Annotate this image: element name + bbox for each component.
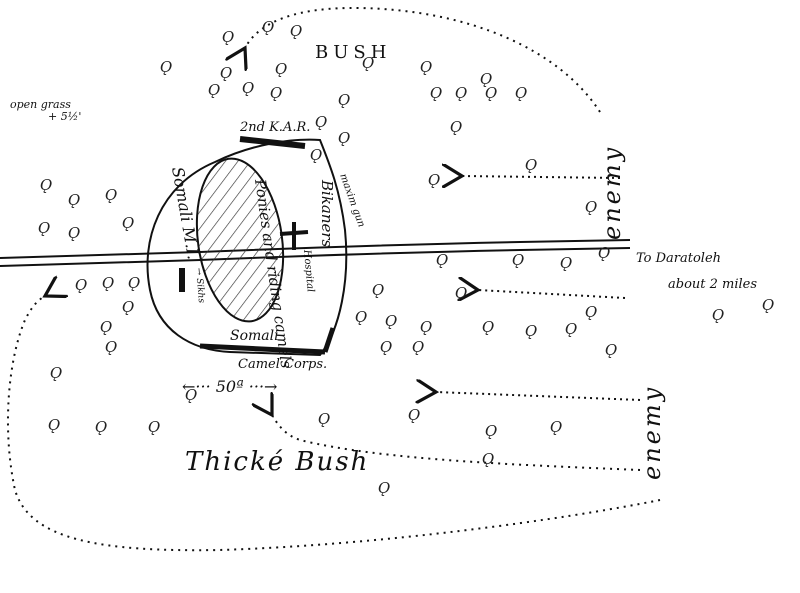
somali-camel-corps-bar-2 (322, 327, 336, 353)
bush-symbol-icon: Ǫ (122, 214, 134, 232)
bush-symbol-icon: Ǫ (338, 91, 350, 109)
hospital-cross-icon (279, 222, 309, 250)
bush-symbol-icon: Ǫ (482, 318, 494, 336)
bush-symbol-icon: Ǫ (148, 418, 160, 436)
bush-symbol-icon: Ǫ (525, 322, 537, 340)
bush-symbol-icon: Ǫ (68, 191, 80, 209)
bush-symbol-icon: Ǫ (262, 18, 274, 36)
bush-symbol-icon: Ǫ (480, 70, 492, 88)
bush-symbol-icon: Ǫ (222, 28, 234, 46)
bush-symbol-icon: Ǫ (598, 244, 610, 262)
kar-position-bar (239, 136, 306, 149)
bush-symbol-icon: Ǫ (430, 84, 442, 102)
bush-symbol-icon: Ǫ (525, 156, 537, 174)
bush-symbol-icon: Ǫ (68, 224, 80, 242)
bush-symbol-icon: Ǫ (436, 251, 448, 269)
bush-symbol-icon: Ǫ (560, 254, 572, 272)
bush-symbol-icon: Ǫ (338, 129, 350, 147)
somali-camel-corps-label-1: Somali (230, 328, 279, 344)
distance-label: ←··· 50ª ···→ (182, 377, 277, 396)
bush-symbol-icon: Ǫ (362, 54, 374, 72)
bush-symbol-icon: Ǫ (428, 171, 440, 189)
bush-symbol-icon: Ǫ (485, 84, 497, 102)
enemy-label-bottom: enemy (638, 385, 666, 480)
somali-camel-corps-bar (199, 343, 326, 355)
camp-perimeter (146, 138, 348, 357)
bush-symbol-icon: Ǫ (550, 418, 562, 436)
bush-symbol-icon: Ǫ (75, 276, 87, 294)
maxim-gun-label: maxim gun (337, 172, 367, 229)
bush-symbol-icon: Ǫ (355, 308, 367, 326)
bush-symbol-icon: Ǫ (105, 338, 117, 356)
bush-symbol-icon: Ǫ (40, 176, 52, 194)
bush-symbol-icon: Ǫ (220, 64, 232, 82)
enemy-arrow-3 (436, 392, 641, 400)
bush-symbol-icon: Ǫ (372, 281, 384, 299)
bush-symbol-icon: Ǫ (482, 450, 494, 468)
bush-symbol-icon: Ǫ (565, 320, 577, 338)
thick-bush-label: Thické Bush (185, 447, 369, 477)
bush-symbol-icon: Ǫ (512, 251, 524, 269)
road-track (0, 239, 631, 267)
bush-symbol-icon: Ǫ (485, 422, 497, 440)
bush-symbol-icon: Ǫ (185, 386, 197, 404)
bush-symbol-icon: Ǫ (585, 198, 597, 216)
bush-symbol-icon: Ǫ (455, 284, 467, 302)
bush-symbol-icon: Ǫ (420, 58, 432, 76)
bush-symbol-icon: Ǫ (310, 146, 322, 164)
open-grass-label: open grass (10, 98, 71, 111)
bush-symbol-icon: Ǫ (605, 341, 617, 359)
bush-label: BUSH (315, 42, 391, 63)
bush-symbol-icon: Ǫ (762, 296, 774, 314)
hospital-label: Hospital (301, 248, 316, 292)
bush-symbol-icon: Ǫ (412, 338, 424, 356)
enemy-arrow-2 (478, 290, 626, 298)
enemy-arrow-1 (462, 176, 621, 178)
bush-symbol-icon: Ǫ (102, 274, 114, 292)
bush-symbol-icon: Ǫ (515, 84, 527, 102)
sikhs-label: → Sikhs (193, 267, 206, 303)
flank-curve-inner (272, 415, 641, 471)
bush-symbol-icon: Ǫ (420, 318, 432, 336)
bush-symbol-icon: Ǫ (378, 479, 390, 497)
enemy-label-top: enemy (598, 145, 626, 240)
bush-symbol-icon: Ǫ (208, 81, 220, 99)
bush-symbol-icon: Ǫ (38, 219, 50, 237)
open-grass-height-label: + 5½' (48, 110, 81, 123)
bush-symbol-icon: Ǫ (128, 274, 140, 292)
somali-camel-corps-label-2: Camel Corps. (238, 357, 327, 372)
bush-symbol-icon: Ǫ (585, 303, 597, 321)
bush-symbol-icon: Ǫ (450, 118, 462, 136)
kar-label: 2nd K.A.R. (239, 120, 310, 135)
about-2-miles-label: about 2 miles (668, 277, 757, 292)
bush-symbol-icon: Ǫ (95, 418, 107, 436)
bush-symbol-icon: Ǫ (122, 298, 134, 316)
bush-symbol-icon: Ǫ (242, 79, 254, 97)
bush-symbol-icon: Ǫ (48, 416, 60, 434)
bush-symbol-icon: Ǫ (318, 410, 330, 428)
bush-symbol-icon: Ǫ (160, 58, 172, 76)
to-daratoleh-label: To Daratoleh (636, 251, 721, 266)
bush-symbol-icon: Ǫ (105, 186, 117, 204)
bush-symbol-icon: Ǫ (290, 22, 302, 40)
bush-symbol-icon: Ǫ (50, 364, 62, 382)
bush-symbol-icon: Ǫ (270, 84, 282, 102)
bush-symbol-icon: Ǫ (380, 338, 392, 356)
bush-symbol-icon: Ǫ (455, 84, 467, 102)
bush-symbol-icon: Ǫ (100, 318, 112, 336)
bush-symbol-icon: Ǫ (385, 312, 397, 330)
bush-symbol-icon: Ǫ (315, 113, 327, 131)
bush-symbol-icon: Ǫ (712, 306, 724, 324)
bikaners-label: Bikaners (318, 179, 336, 248)
bush-symbol-icon: Ǫ (275, 60, 287, 78)
bush-symbol-icon: Ǫ (408, 406, 420, 424)
